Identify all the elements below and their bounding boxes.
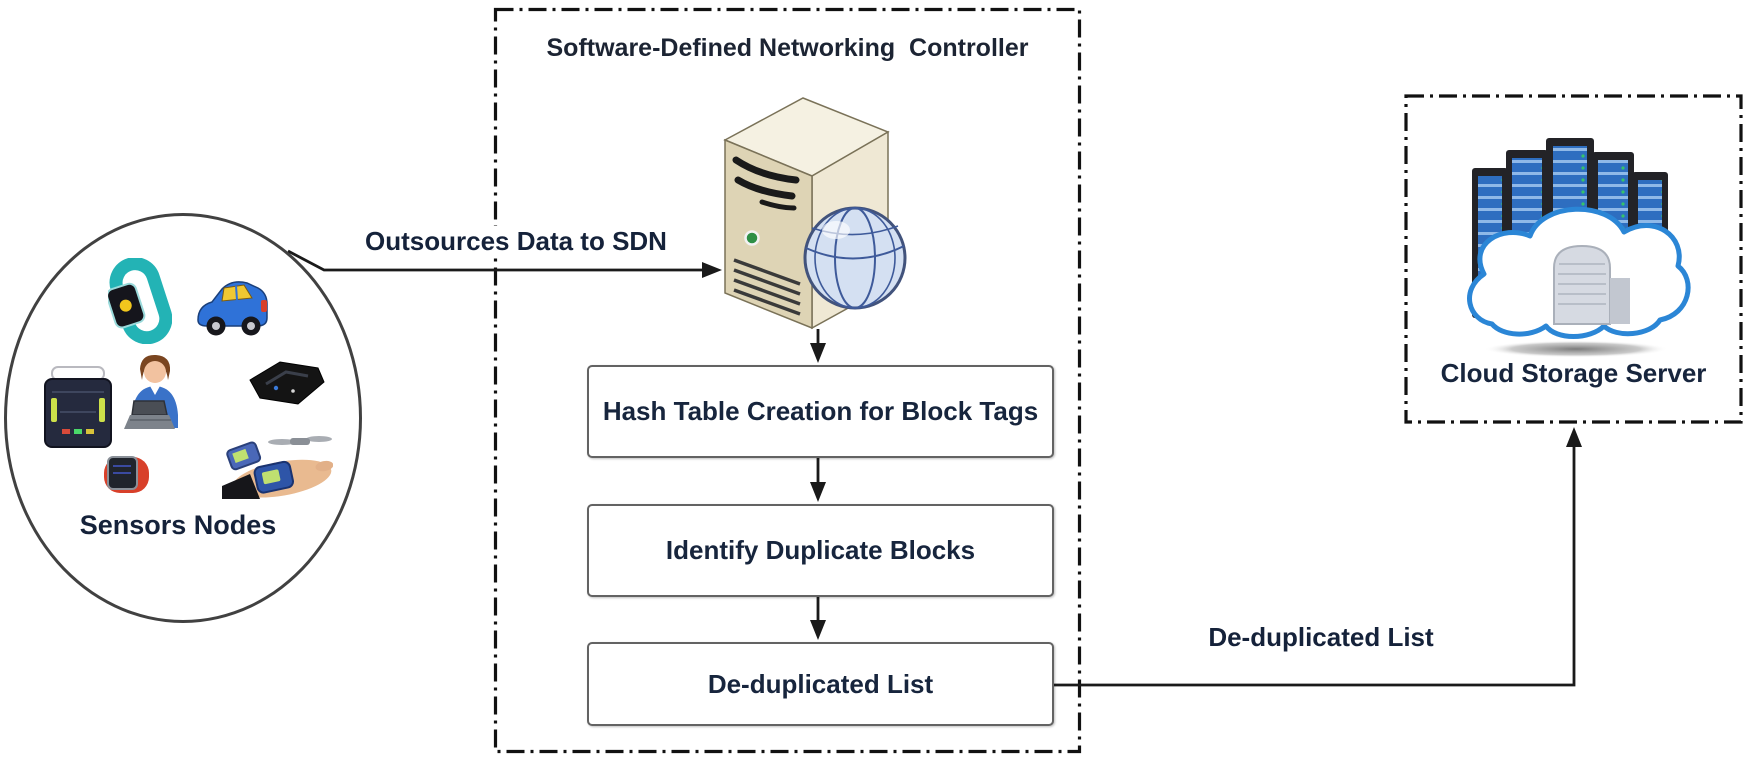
cloud-shadow — [1484, 340, 1668, 358]
step-box-hash-table: Hash Table Creation for Block Tags — [587, 365, 1054, 458]
step-label-hash-table: Hash Table Creation for Block Tags — [602, 396, 1039, 426]
cloud-storage-label: Cloud Storage Server — [1440, 358, 1707, 388]
cloud-storage-container-border — [1404, 94, 1743, 424]
infusion-pump-icon — [44, 366, 112, 448]
arrow-sensors-to-sdn — [287, 249, 722, 278]
dedup-list-edge-label: De-duplicated List — [1208, 622, 1434, 652]
gray-cabinet — [1553, 244, 1630, 325]
teal-fitness-band-icon — [108, 258, 172, 344]
step-box-identify-duplicates: Identify Duplicate Blocks — [587, 504, 1054, 597]
red-smartwatch-icon — [104, 456, 149, 493]
wrist-bp-monitor-with-drone-icon — [222, 436, 333, 499]
step-label-identify-duplicates: Identify Duplicate Blocks — [665, 535, 976, 565]
step-box-dedup-list: De-duplicated List — [587, 642, 1054, 726]
sdn-controller-title: Software-Defined Networking Controller — [546, 34, 1029, 62]
person-with-laptop-icon — [124, 354, 178, 429]
black-sensor-device-icon — [249, 361, 325, 405]
sdn-controller-container-border — [493, 7, 1082, 754]
cloud-storage-servers-icon — [1467, 138, 1691, 358]
sensors-nodes-label: Sensors Nodes — [79, 510, 277, 540]
step-label-dedup-list: De-duplicated List — [707, 668, 934, 699]
outsources-data-label: Outsources Data to SDN — [338, 226, 694, 257]
sdn-server-with-globe-icon — [723, 97, 907, 330]
arrow-dedup-to-cloud — [1050, 427, 1582, 687]
sensors-nodes-ellipse — [4, 213, 362, 623]
smart-car-icon — [197, 281, 268, 336]
